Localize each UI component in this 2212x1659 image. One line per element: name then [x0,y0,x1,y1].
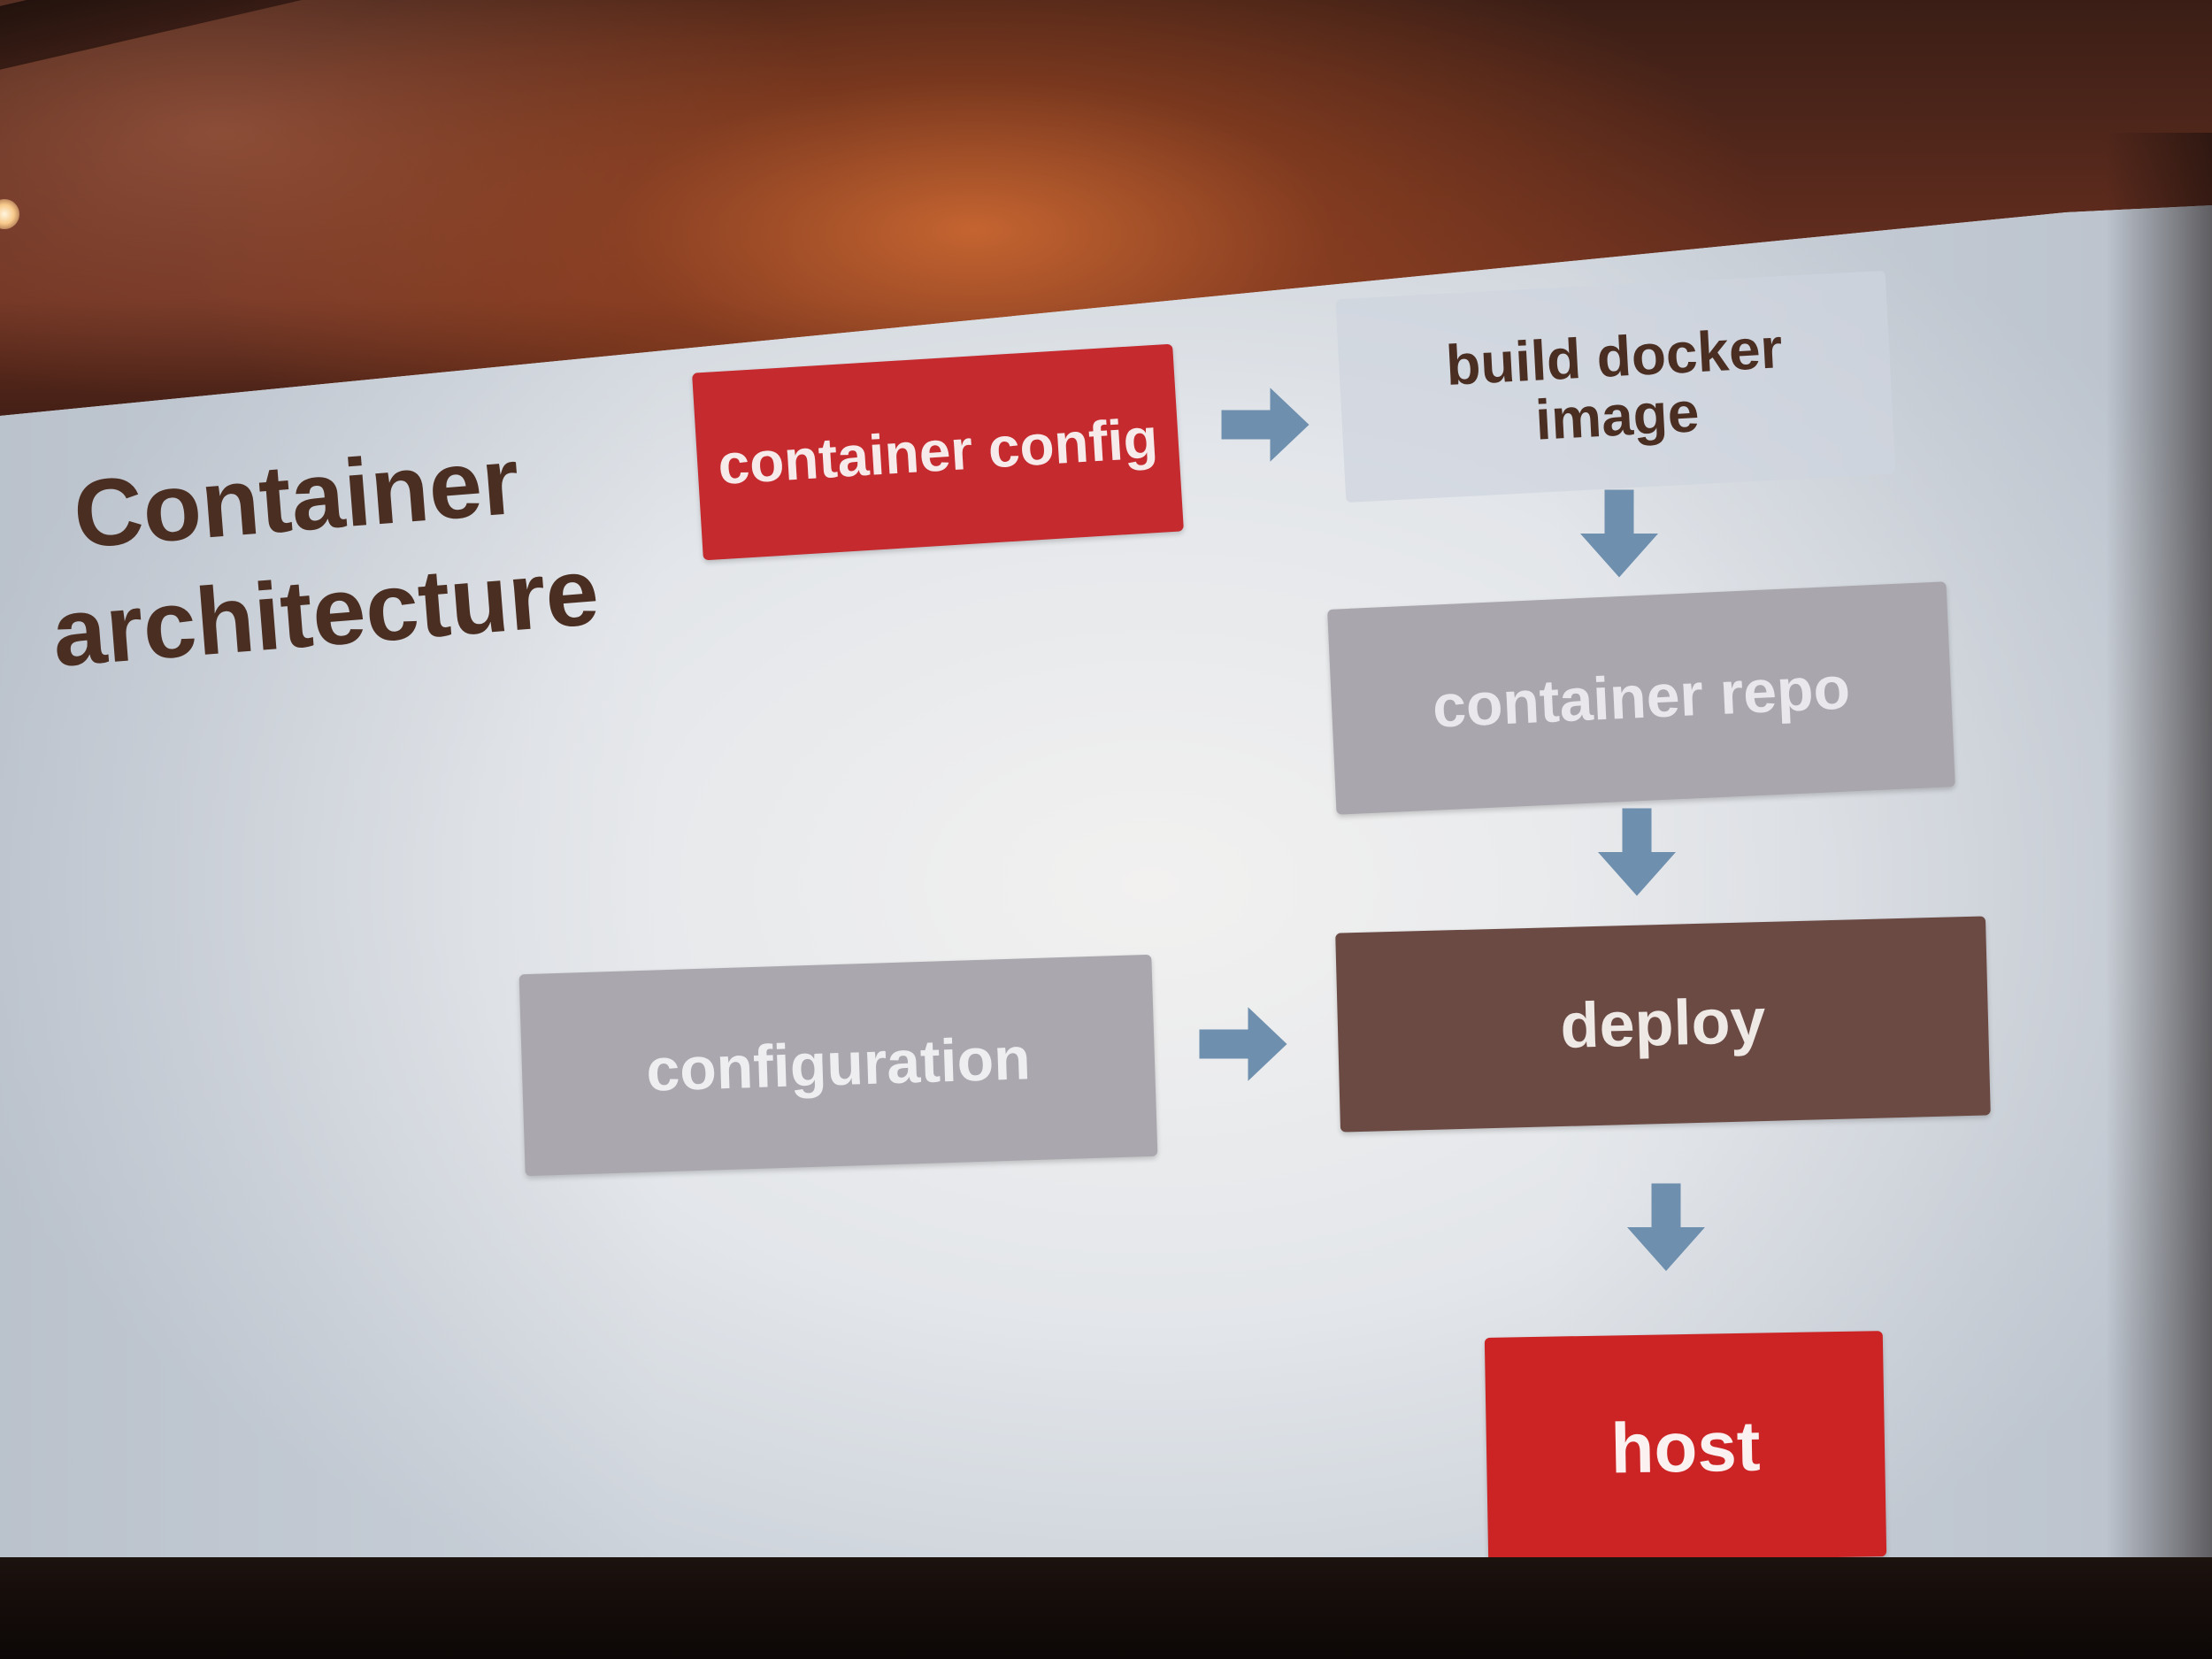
arrow-down-icon [1571,485,1668,582]
container-repo-box: container repo [1327,581,1955,815]
configuration-box: configuration [518,954,1158,1177]
deploy-box: deploy [1335,916,1991,1133]
arrow-down-icon [1588,803,1686,901]
deploy-label: deploy [1559,985,1767,1062]
ceiling-light [0,199,19,229]
container-config-box: container config [692,343,1184,561]
configuration-label: configuration [645,1025,1032,1105]
build-docker-image-box: build docker image [1335,270,1896,503]
arrow-down-icon [1617,1179,1715,1276]
arrow-right-icon [1194,995,1292,1093]
screen-bottom-edge [0,1557,2212,1659]
container-config-label: container config [716,406,1160,497]
arrow-right-icon [1217,376,1314,473]
container-repo-label: container repo [1431,654,1852,741]
host-label: host [1609,1406,1762,1487]
screen-right-edge [2106,133,2212,1637]
host-box: host [1484,1331,1887,1563]
